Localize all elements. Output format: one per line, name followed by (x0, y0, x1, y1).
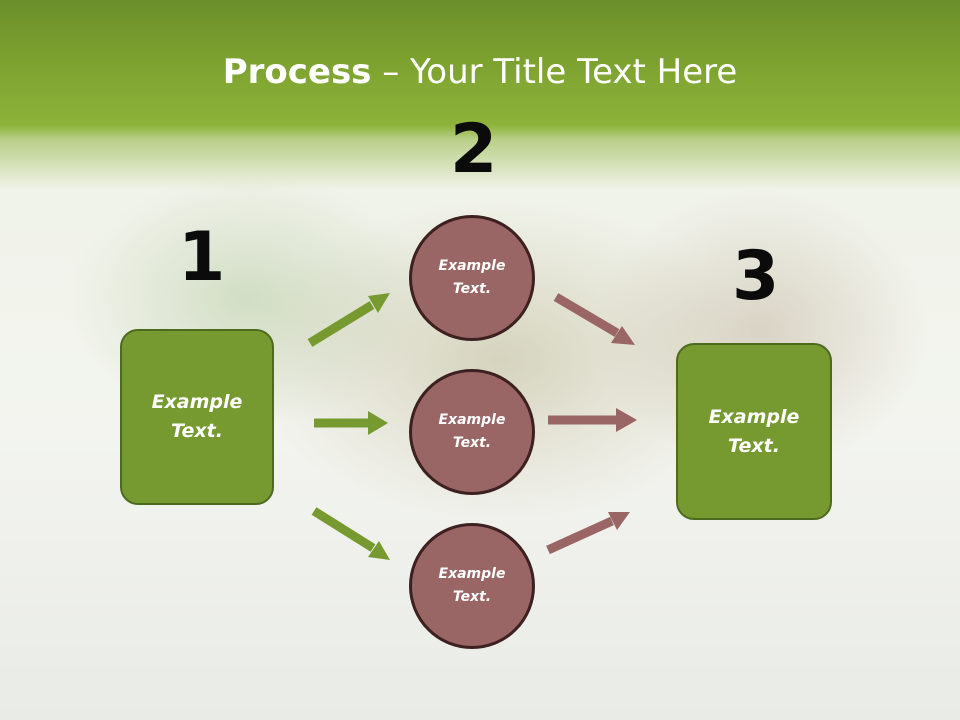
title-rest: – Your Title Text Here (371, 52, 738, 92)
slide-title: Process – Your Title Text Here (0, 52, 960, 92)
header-band (0, 0, 960, 190)
circle-3-line2: Text. (452, 589, 492, 605)
circle-2-line2: Text. (452, 435, 492, 451)
circle-3-line1: Example (438, 566, 506, 582)
step-1-line1: Example (151, 391, 243, 413)
title-bold: Process (222, 52, 372, 92)
arrowhead-5 (616, 408, 637, 432)
step-3-line2: Text. (728, 434, 780, 457)
circle-2-line1: Example (438, 412, 506, 428)
arrowhead-6 (608, 512, 630, 530)
step-number-1: 1 (178, 218, 226, 297)
arrow-2a-to-3 (553, 293, 620, 337)
step-3-line1: Example (708, 405, 800, 428)
arrowhead-1 (368, 293, 390, 313)
arrowhead-2 (368, 411, 388, 435)
arrow-2c-to-3 (546, 516, 614, 555)
step-number-2: 2 (450, 110, 498, 189)
step-1-line2: Text. (171, 420, 223, 442)
arrow-1-to-2c (311, 507, 376, 552)
step-number-3: 3 (732, 237, 780, 316)
arrowhead-4 (611, 326, 635, 345)
arrow-1-to-2a (307, 301, 375, 347)
arrowhead-3 (368, 541, 390, 560)
circle-1-line2: Text. (452, 281, 492, 297)
circle-1-line1: Example (438, 258, 506, 274)
